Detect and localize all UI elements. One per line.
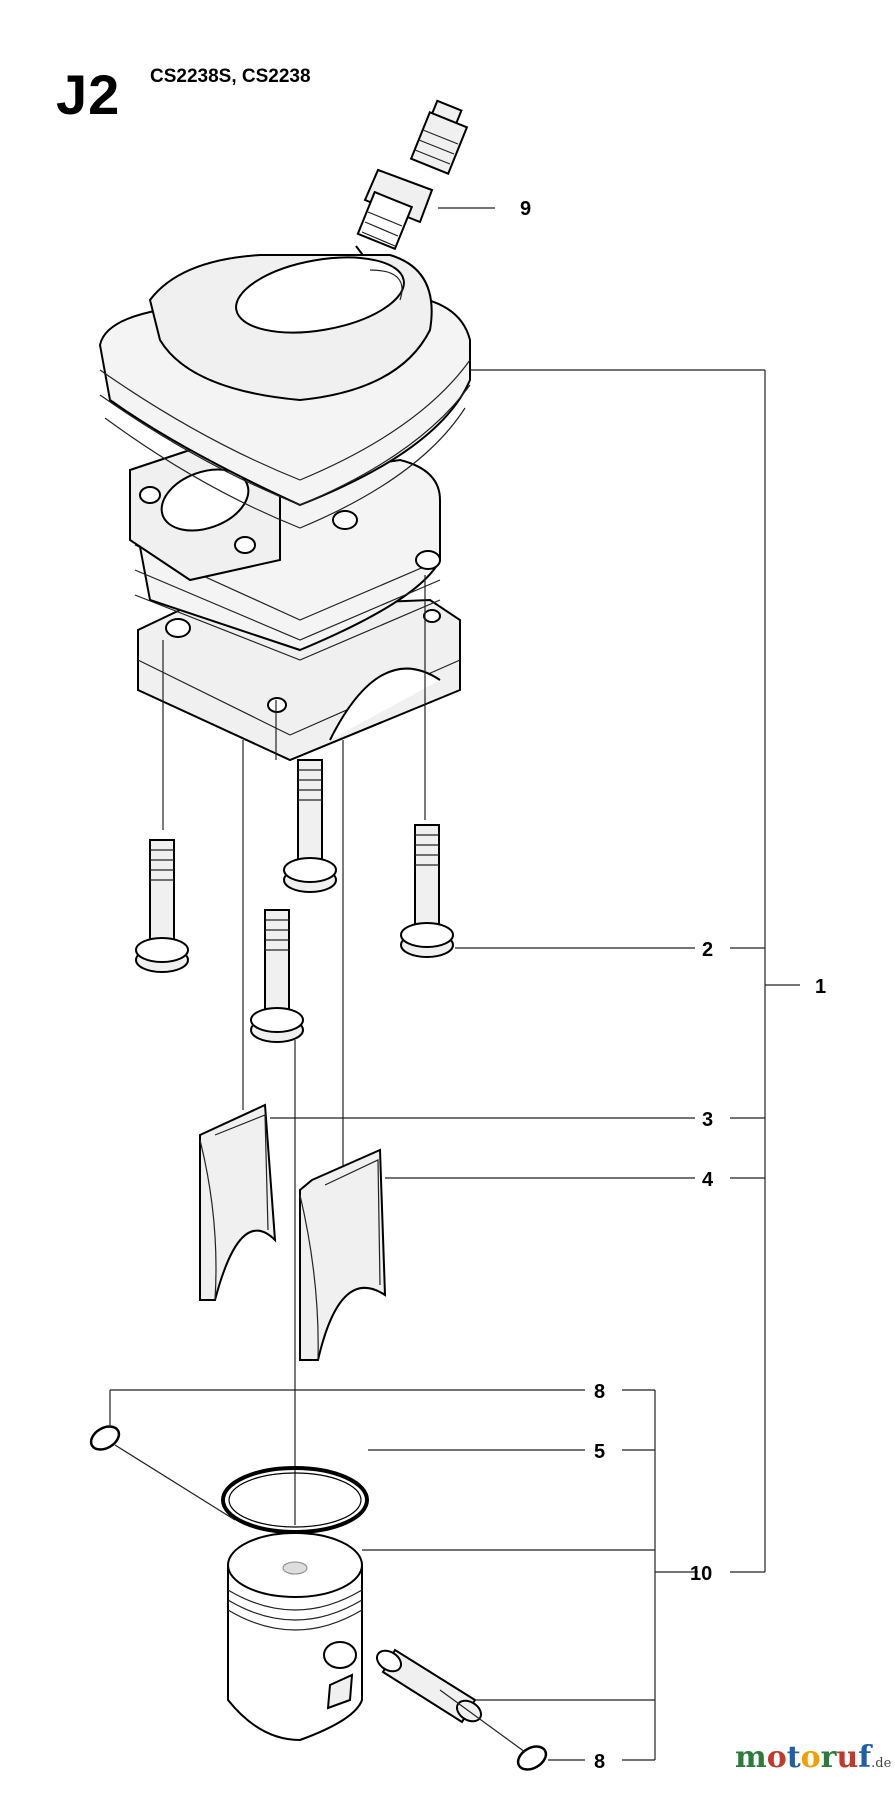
watermark-brand: motoruf: [735, 1740, 871, 1775]
watermark-tld: .de: [871, 1756, 892, 1771]
watermark-logo: motoruf.de: [735, 1740, 891, 1775]
callout-10: 10: [690, 1563, 712, 1585]
watermark-letter: u: [836, 1740, 859, 1775]
bolt-right[interactable]: [400, 824, 454, 958]
piston[interactable]: [227, 1532, 363, 1742]
watermark-letter: f: [858, 1740, 872, 1775]
watermark-letter: m: [735, 1740, 767, 1775]
watermark-letter: r: [820, 1740, 837, 1775]
circlip-right[interactable]: [514, 1742, 550, 1774]
cylinder[interactable]: [98, 246, 471, 762]
section-code: J2: [56, 63, 121, 126]
callout-2: 2: [702, 939, 713, 961]
model-list: CS2238S, CS2238: [150, 66, 311, 87]
watermark-letter: o: [766, 1740, 787, 1775]
callout-9: 9: [520, 198, 531, 220]
bolt-center[interactable]: [283, 759, 337, 893]
bolt-left[interactable]: [135, 839, 189, 973]
callout-5: 5: [594, 1441, 605, 1463]
spark-plug[interactable]: [355, 99, 469, 259]
watermark-letter: o: [800, 1740, 821, 1775]
leader-lines: [109, 207, 800, 1761]
bolt-center-left[interactable]: [250, 909, 304, 1043]
circlip-left[interactable]: [87, 1422, 123, 1454]
callout-8-bottom: 8: [594, 1751, 605, 1773]
alignment-lines: [162, 575, 426, 1525]
callout-4: 4: [702, 1169, 714, 1191]
piston-pin[interactable]: [373, 1646, 485, 1725]
callout-labels: 9 1 2 3 4 8 5 10 8: [520, 198, 826, 1773]
transfer-cover-right[interactable]: [299, 1148, 387, 1361]
callout-8-top: 8: [594, 1381, 605, 1403]
watermark-letter: t: [786, 1740, 801, 1775]
callout-1: 1: [815, 976, 826, 998]
callout-3: 3: [702, 1109, 713, 1131]
transfer-cover-left[interactable]: [199, 1103, 277, 1301]
